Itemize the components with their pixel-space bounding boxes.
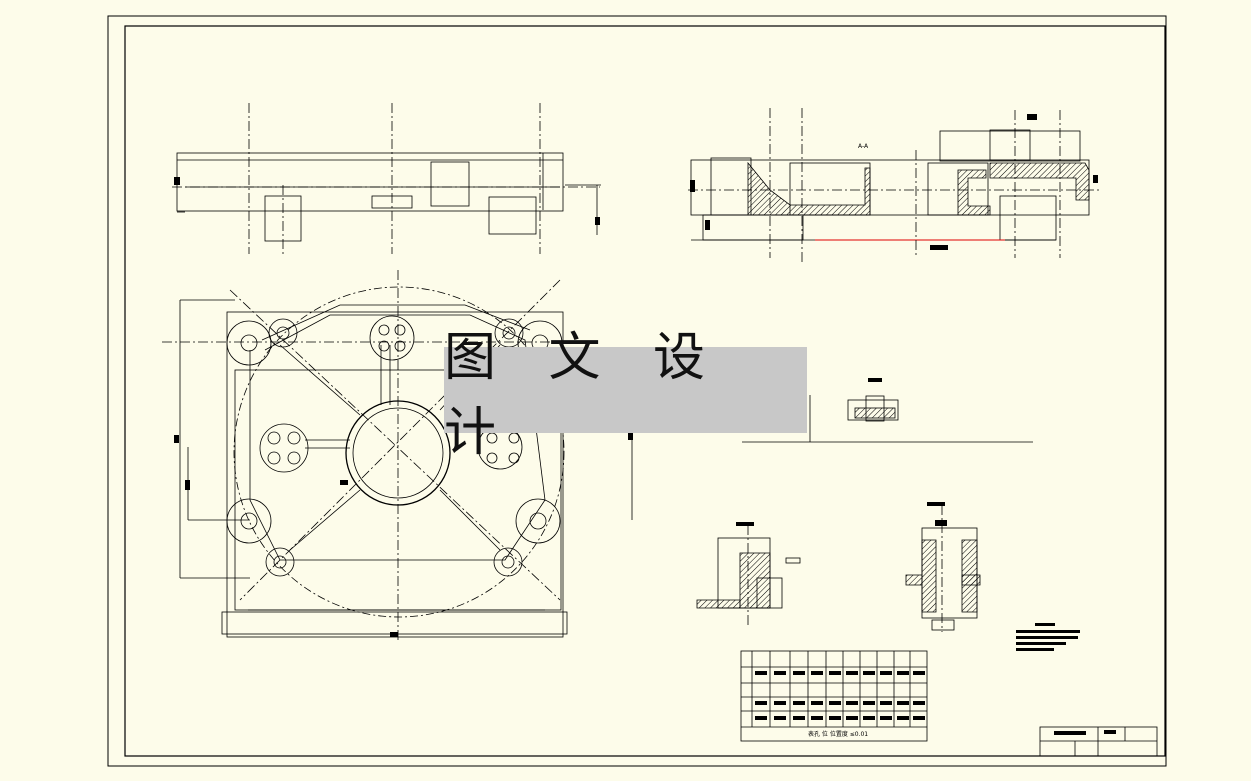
detail-view-lower-left <box>696 522 801 625</box>
front-elevation-view <box>172 103 601 254</box>
technical-notes <box>1016 623 1080 651</box>
mounting-bosses <box>226 318 563 577</box>
table-caption: 表孔 位 位置度 ≤0.01 <box>808 730 868 738</box>
title-block <box>1039 726 1158 757</box>
watermark-text: 图 文 设 计 <box>444 328 724 463</box>
section-a-a-view: A-A <box>688 108 1100 262</box>
detail-view-upper <box>742 378 1033 443</box>
watermark-banner: 图 文 设 计 <box>444 328 807 463</box>
sheet-border <box>107 15 1167 767</box>
detail-view-lower-right <box>905 502 981 632</box>
hole-position-table: 表孔 位 位置度 ≤0.01 <box>740 650 928 742</box>
section-label: A-A <box>858 143 869 150</box>
plan-view <box>162 270 633 640</box>
